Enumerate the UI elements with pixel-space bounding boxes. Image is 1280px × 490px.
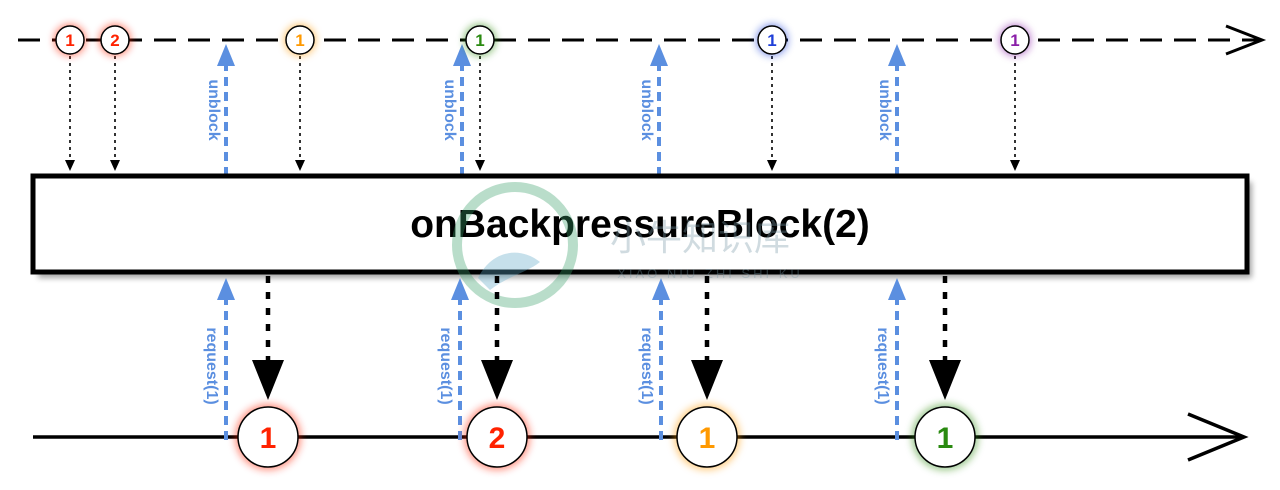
unblock-label: unblock bbox=[638, 79, 655, 140]
output-marbles: 1 2 1 1 bbox=[235, 404, 978, 470]
emission-arrowhead bbox=[691, 360, 723, 400]
source-drop-arrowhead bbox=[295, 160, 305, 171]
output-marble-label: 1 bbox=[699, 422, 716, 455]
unblock-arrowhead bbox=[650, 44, 668, 66]
unblock-label: unblock bbox=[441, 79, 458, 140]
marble-circle bbox=[465, 25, 495, 55]
watermark-pinyin: XIAO NIU ZHI SHI KU bbox=[617, 266, 803, 281]
source-marble-label: 2 bbox=[110, 31, 119, 50]
source-drop-arrowhead bbox=[110, 160, 120, 171]
source-drop-arrowhead bbox=[475, 160, 485, 171]
operator-label: onBackpressureBlock(2) bbox=[410, 203, 870, 246]
watermark-logo-icon bbox=[452, 182, 578, 308]
source-marble: 2 bbox=[99, 24, 131, 56]
request-arrows: request(1) request(1) request(1) request(1) bbox=[203, 278, 906, 440]
request-arrowhead bbox=[217, 278, 235, 300]
output-marble-label: 2 bbox=[489, 422, 506, 455]
emission-arrowhead bbox=[481, 360, 513, 400]
request-arrowhead bbox=[451, 278, 469, 300]
source-marble-label: 1 bbox=[767, 31, 776, 50]
marble-circle bbox=[237, 406, 299, 468]
marble-circle bbox=[285, 25, 315, 55]
unblock-arrowhead bbox=[453, 44, 471, 66]
output-marble: 1 bbox=[235, 404, 301, 470]
marble-circle bbox=[55, 25, 85, 55]
source-marble: 1 bbox=[999, 24, 1031, 56]
request-label: request(1) bbox=[437, 327, 454, 404]
output-marble-label: 1 bbox=[260, 422, 277, 455]
emission-arrows bbox=[252, 276, 961, 400]
operator-box: onBackpressureBlock(2) bbox=[30, 173, 1252, 278]
source-marble-label: 1 bbox=[295, 31, 304, 50]
source-timeline bbox=[18, 24, 1267, 56]
source-marble: 1 bbox=[284, 24, 316, 56]
output-marble: 2 bbox=[464, 404, 530, 470]
source-marble-label: 1 bbox=[1010, 31, 1019, 50]
source-drop-arrowhead bbox=[65, 160, 75, 171]
marble-circle bbox=[676, 406, 738, 468]
request-arrowhead bbox=[888, 278, 906, 300]
unblock-arrows: unblock unblock unblock unblock bbox=[205, 44, 906, 176]
source-marble: 1 bbox=[464, 24, 496, 56]
unblock-arrowhead bbox=[888, 44, 906, 66]
source-marble: 1 bbox=[756, 24, 788, 56]
emission-arrowhead bbox=[252, 360, 284, 400]
request-label: request(1) bbox=[874, 327, 891, 404]
marble-circle bbox=[757, 25, 787, 55]
source-drop-arrows bbox=[65, 56, 1020, 171]
source-drop-arrowhead bbox=[1010, 160, 1020, 171]
unblock-arrowhead bbox=[217, 44, 235, 66]
watermark-chinese: 小牛知识库 bbox=[610, 217, 790, 258]
watermark: 小牛知识库 XIAO NIU ZHI SHI KU bbox=[452, 182, 803, 308]
request-arrowhead bbox=[652, 278, 670, 300]
unblock-label: unblock bbox=[876, 79, 893, 140]
marble-circle bbox=[914, 406, 976, 468]
source-marbles: 1 2 1 1 1 1 bbox=[54, 24, 1031, 56]
source-marble-label: 1 bbox=[475, 31, 484, 50]
request-label: request(1) bbox=[203, 327, 220, 404]
output-marble-label: 1 bbox=[937, 422, 954, 455]
unblock-label: unblock bbox=[205, 79, 222, 140]
output-marble: 1 bbox=[912, 404, 978, 470]
source-marble: 1 bbox=[54, 24, 86, 56]
request-label: request(1) bbox=[638, 327, 655, 404]
source-drop-arrowhead bbox=[767, 160, 777, 171]
marble-circle bbox=[100, 25, 130, 55]
output-marble: 1 bbox=[674, 404, 740, 470]
marble-circle bbox=[466, 406, 528, 468]
output-timeline bbox=[33, 412, 1249, 462]
emission-arrowhead bbox=[929, 360, 961, 400]
source-marble-label: 1 bbox=[65, 31, 74, 50]
marble-circle bbox=[1000, 25, 1030, 55]
